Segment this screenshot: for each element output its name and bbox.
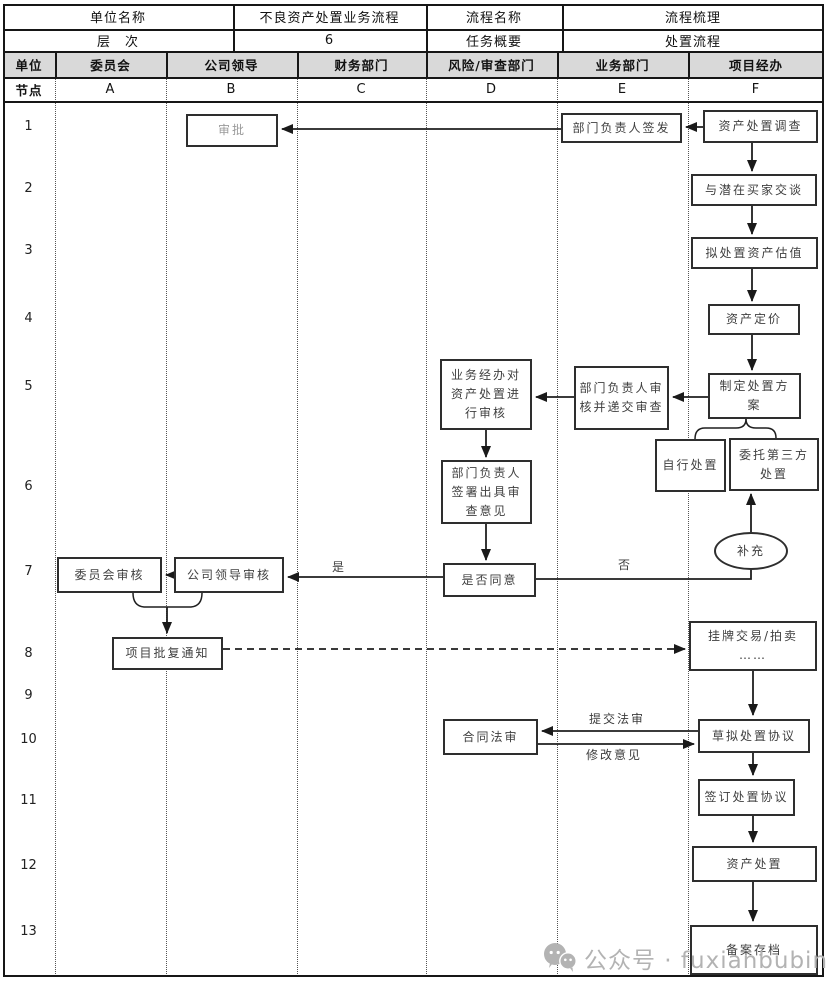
process-name-label: 流程名称 (465, 11, 522, 26)
node-business-review: 业务经办对资产处置进行审核 (440, 359, 532, 430)
title-col-divider (562, 4, 564, 51)
code-D: D (485, 81, 497, 97)
row-number: 2 (24, 181, 33, 196)
row-number: 11 (20, 793, 37, 808)
node-asset-pricing: 资产定价 (708, 304, 800, 335)
dept-col-divider (297, 51, 299, 77)
node-sign-agreement: 签订处置协议 (698, 779, 795, 816)
header-divider (3, 51, 824, 53)
process-name-value: 流程梳理 (664, 11, 721, 26)
swimlane-divider (426, 78, 427, 976)
dept-col-divider (426, 51, 428, 77)
dept-col-divider (557, 51, 559, 77)
row-number: 13 (20, 924, 37, 939)
swimlane-divider (688, 78, 689, 976)
edge-label-no: 否 (618, 558, 633, 572)
node-approval-notice: 项目批复通知 (112, 637, 223, 670)
node-third-party-disposal: 委托第三方处置 (729, 438, 819, 491)
header-divider (3, 77, 824, 79)
node-sign-review-opinion: 部门负责人签署出具审查意见 (441, 460, 532, 524)
node-disposal-plan: 制定处置方案 (708, 373, 801, 419)
row-number: 6 (24, 479, 33, 494)
node-committee-review: 委员会审核 (57, 557, 162, 593)
dept-business: 业务部门 (595, 57, 650, 73)
dept-leadership: 公司领导 (204, 57, 259, 73)
row-number: 9 (24, 688, 33, 703)
edge-label-submit: 提交法审 (589, 712, 646, 726)
edge-label-yes: 是 (332, 560, 347, 574)
title-col-divider (233, 4, 235, 51)
node-leadership-review: 公司领导审核 (174, 557, 284, 593)
dept-risk-review: 风险/审查部门 (448, 57, 535, 73)
header-divider (3, 101, 824, 103)
node-contract-legal-review: 合同法审 (443, 719, 538, 755)
row-number: 12 (20, 858, 37, 873)
row-number: 4 (24, 311, 33, 326)
node-filing-archive: 备案存档 (690, 925, 818, 975)
watermark: 公众号 · fuxianbubin (543, 941, 828, 975)
row-number: 5 (24, 379, 33, 394)
unit-name-label: 单位名称 (89, 11, 146, 26)
row-number: 8 (24, 646, 33, 661)
dept-col-divider (688, 51, 690, 77)
unit-corner-label: 单位 (15, 57, 43, 73)
level-label: 层 次 (96, 34, 139, 50)
swimlane-divider (297, 78, 298, 976)
node-listing-auction: 挂牌交易/拍卖…… (689, 621, 817, 671)
dept-committee: 委员会 (90, 57, 131, 73)
swimlane-divider (166, 78, 167, 976)
node-asset-valuation: 拟处置资产估值 (691, 237, 818, 269)
node-draft-agreement: 草拟处置协议 (698, 719, 810, 753)
node-supplement: 补充 (714, 532, 788, 570)
task-summary-label: 任务概要 (465, 34, 522, 50)
header-divider (3, 29, 824, 31)
node-dept-head-review-submit: 部门负责人审核并递交审查 (574, 366, 669, 430)
code-B: B (226, 81, 237, 97)
title-col-divider (426, 4, 428, 51)
node-corner-label: 节点 (15, 82, 43, 98)
header-gray-band (3, 51, 824, 77)
node-agree-decision: 是否同意 (443, 563, 536, 597)
row-number: 3 (24, 243, 33, 258)
code-A: A (105, 81, 116, 97)
row-number: 1 (24, 119, 33, 134)
code-E: E (617, 81, 628, 97)
wechat-icon (544, 943, 577, 972)
node-talk-buyers: 与潜在买家交谈 (691, 174, 817, 206)
swimlane-divider (557, 78, 558, 976)
node-self-disposal: 自行处置 (655, 439, 726, 492)
dept-col-divider (166, 51, 168, 77)
node-disposal-survey: 资产处置调查 (703, 110, 818, 143)
code-C: C (356, 81, 367, 97)
node-dept-head-sign: 部门负责人签发 (561, 113, 682, 143)
swimlane-divider (55, 78, 56, 976)
code-F: F (751, 81, 761, 97)
dept-finance: 财务部门 (334, 57, 389, 73)
edge-label-revise: 修改意见 (586, 748, 643, 762)
row-number: 10 (20, 732, 37, 747)
dept-project: 项目经办 (728, 57, 783, 73)
task-summary-value: 处置流程 (664, 34, 721, 50)
node-approve: 审批 (186, 114, 278, 147)
unit-name-value: 不良资产处置业务流程 (259, 11, 400, 26)
watermark-text: 公众号 · fuxianbubin (584, 948, 829, 974)
row-number: 7 (24, 564, 33, 579)
node-asset-disposal: 资产处置 (692, 846, 817, 882)
dept-col-divider (55, 51, 57, 77)
level-value: 6 (324, 32, 335, 48)
